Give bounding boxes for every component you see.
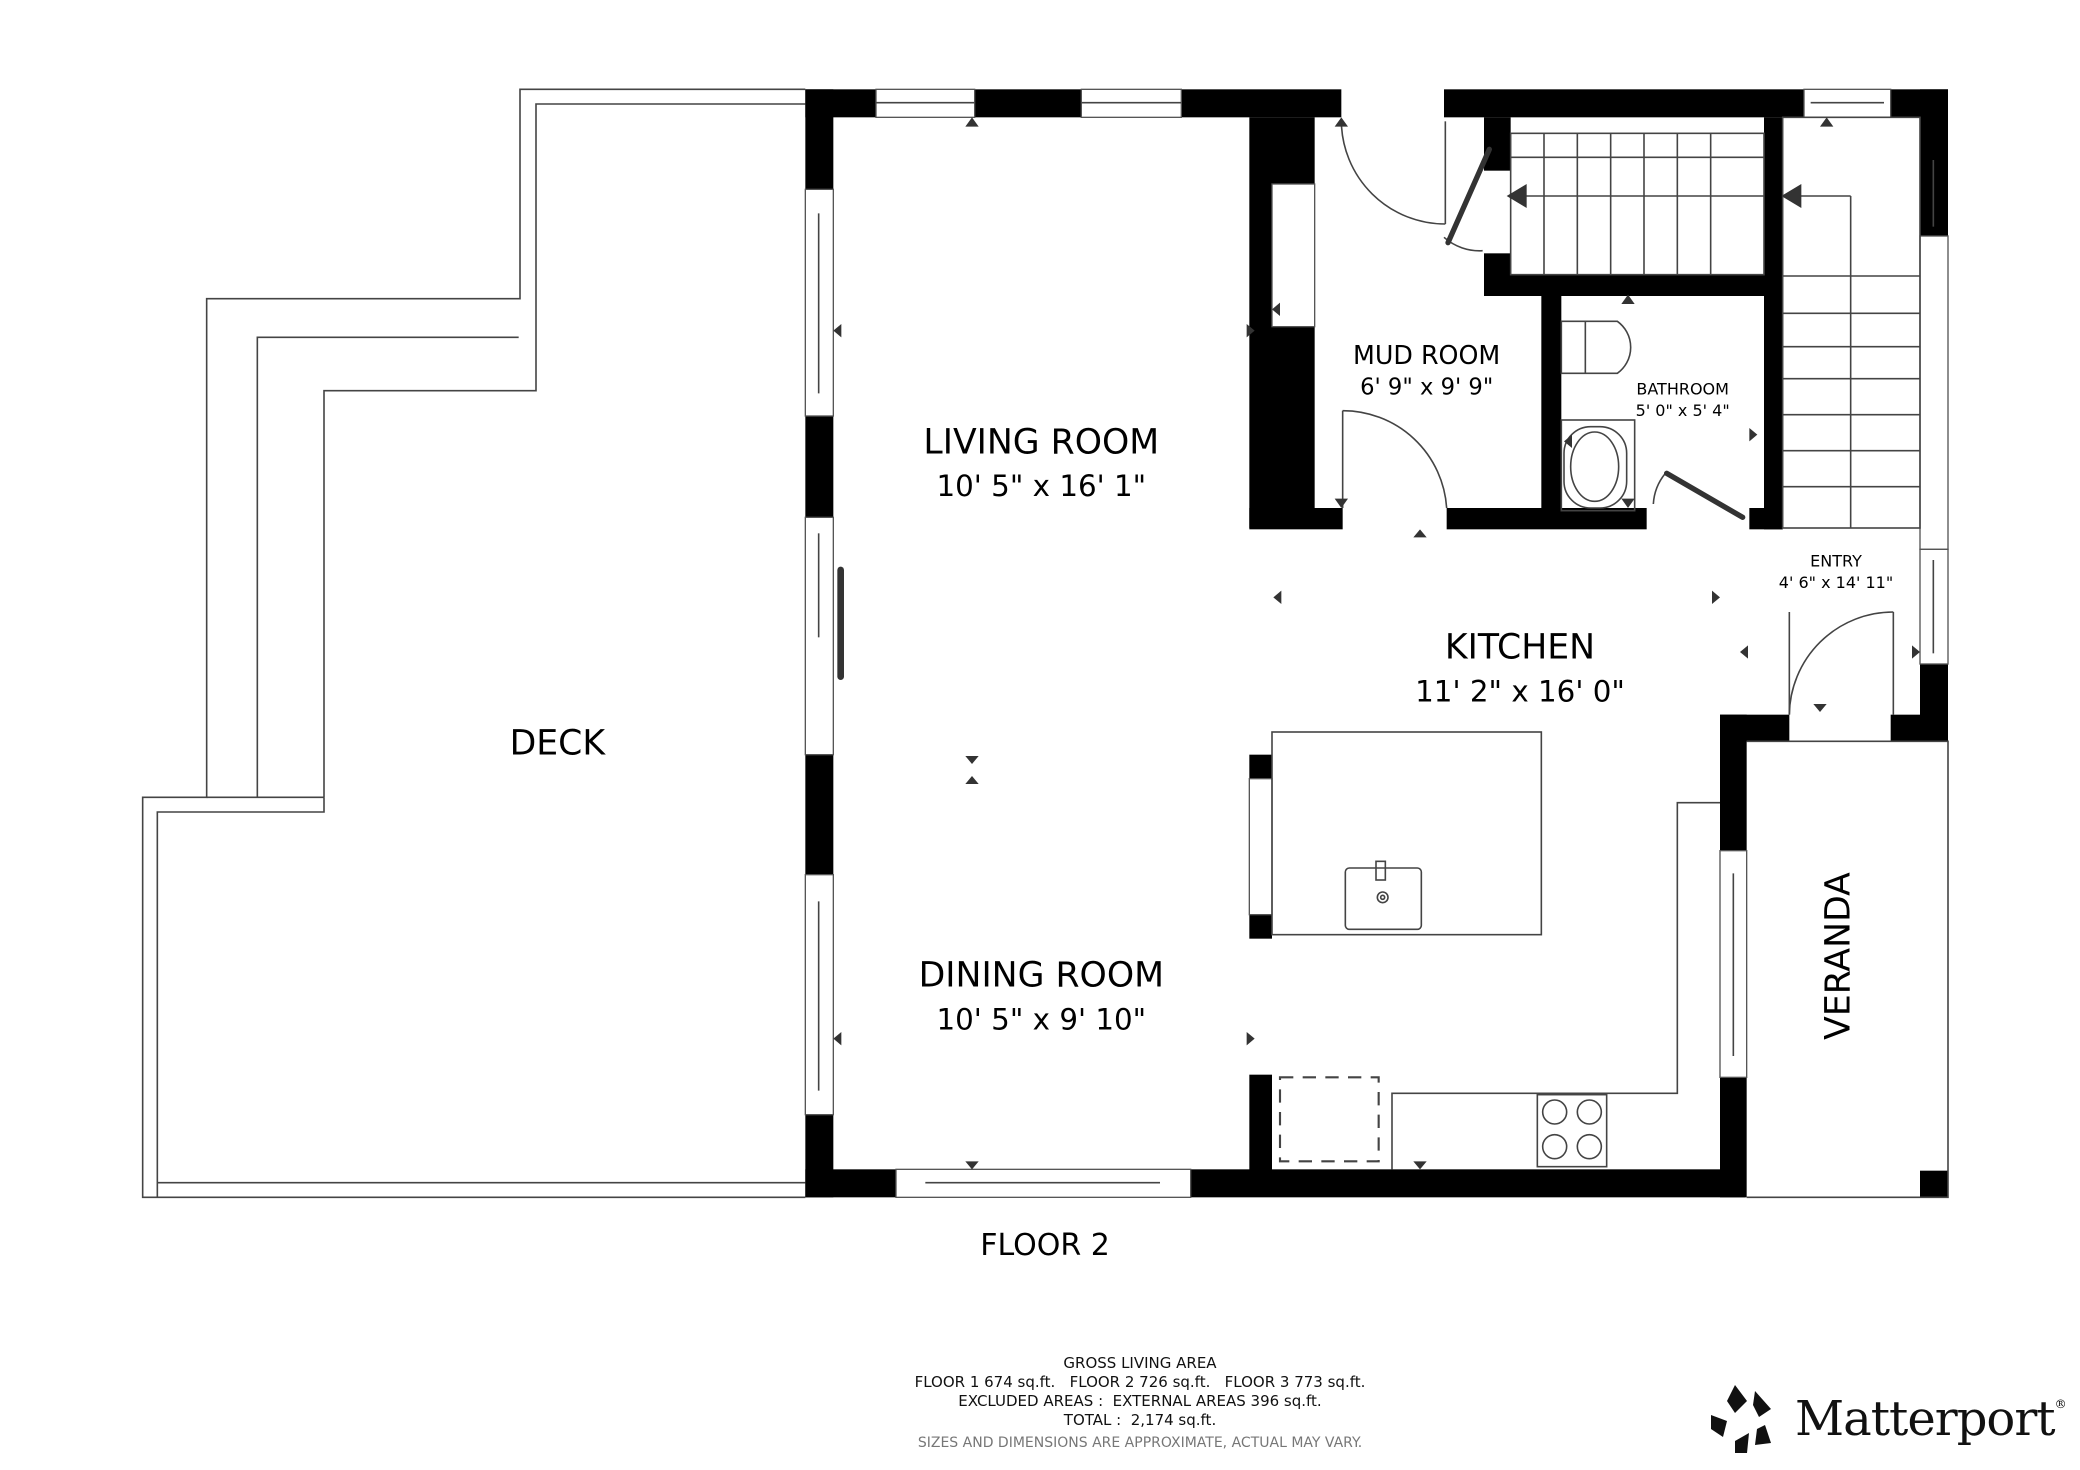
dimension-markers	[833, 117, 1920, 1170]
stairs-upper	[1509, 132, 1765, 276]
area-summary: GROSS LIVING AREA FLOOR 1 674 sq.ft. FLO…	[740, 1354, 1540, 1453]
svg-text:10' 5" x 9' 10": 10' 5" x 9' 10"	[936, 1002, 1146, 1036]
toilet-icon	[1560, 320, 1632, 375]
kitchen-island	[1271, 731, 1543, 936]
matterport-logo: Matterport®	[1705, 1382, 2067, 1456]
svg-text:11' 2" x 16' 0": 11' 2" x 16' 0"	[1415, 674, 1625, 708]
room-label-entry: ENTRY 4' 6" x 14' 11"	[1779, 552, 1893, 592]
area-title: GROSS LIVING AREA	[1063, 1354, 1217, 1372]
area-floors: FLOOR 1 674 sq.ft. FLOOR 2 726 sq.ft. FL…	[914, 1373, 1366, 1391]
svg-text:BATHROOM: BATHROOM	[1636, 380, 1729, 399]
svg-text:LIVING ROOM: LIVING ROOM	[923, 422, 1159, 462]
doors	[1340, 121, 1895, 715]
area-excluded: EXCLUDED AREAS : EXTERNAL AREAS 396 sq.f…	[958, 1392, 1322, 1410]
veranda-outline	[1746, 740, 1949, 1199]
room-label-dining: DINING ROOM 10' 5" x 9' 10"	[919, 956, 1164, 1037]
room-label-mud: MUD ROOM 6' 9" x 9' 9"	[1353, 340, 1500, 401]
sliding-door	[837, 566, 844, 680]
svg-text:VERANDA: VERANDA	[1818, 872, 1858, 1040]
area-total: TOTAL : 2,174 sq.ft.	[1063, 1411, 1217, 1429]
disclaimer: SIZES AND DIMENSIONS ARE APPROXIMATE, AC…	[917, 1435, 1363, 1451]
svg-text:MUD ROOM: MUD ROOM	[1353, 340, 1500, 370]
room-label-veranda: VERANDA	[1818, 872, 1858, 1040]
sink-icon	[1344, 860, 1423, 931]
room-label-living: LIVING ROOM 10' 5" x 16' 1"	[923, 422, 1159, 503]
windows	[804, 88, 1949, 1198]
room-label-kitchen: KITCHEN 11' 2" x 16' 0"	[1415, 628, 1625, 709]
stairs-right	[1781, 116, 1921, 529]
svg-text:KITCHEN: KITCHEN	[1445, 628, 1595, 668]
fridge-outline	[1278, 1076, 1380, 1163]
room-label-bathroom: BATHROOM 5' 0" x 5' 4"	[1636, 380, 1730, 420]
svg-text:ENTRY: ENTRY	[1810, 552, 1862, 571]
walls	[805, 89, 1948, 1198]
svg-text:DINING ROOM: DINING ROOM	[919, 956, 1164, 996]
svg-text:DECK: DECK	[510, 724, 607, 764]
bathtub-icon	[1560, 419, 1636, 512]
svg-text:10' 5" x 16' 1": 10' 5" x 16' 1"	[936, 469, 1146, 503]
svg-text:4' 6" x 14' 11": 4' 6" x 14' 11"	[1779, 573, 1893, 592]
floor-label: FLOOR 2	[980, 1228, 1110, 1263]
stove-icon	[1536, 1093, 1608, 1168]
matterport-logo-icon	[1711, 1385, 1771, 1453]
room-label-deck: DECK	[510, 724, 607, 764]
matterport-wordmark: Matterport®	[1795, 1391, 2067, 1447]
deck-outline	[141, 88, 806, 1199]
kitchen-counter	[1391, 801, 1720, 1170]
svg-text:5' 0" x 5' 4": 5' 0" x 5' 4"	[1636, 401, 1730, 420]
svg-text:6' 9" x 9' 9": 6' 9" x 9' 9"	[1360, 375, 1493, 401]
